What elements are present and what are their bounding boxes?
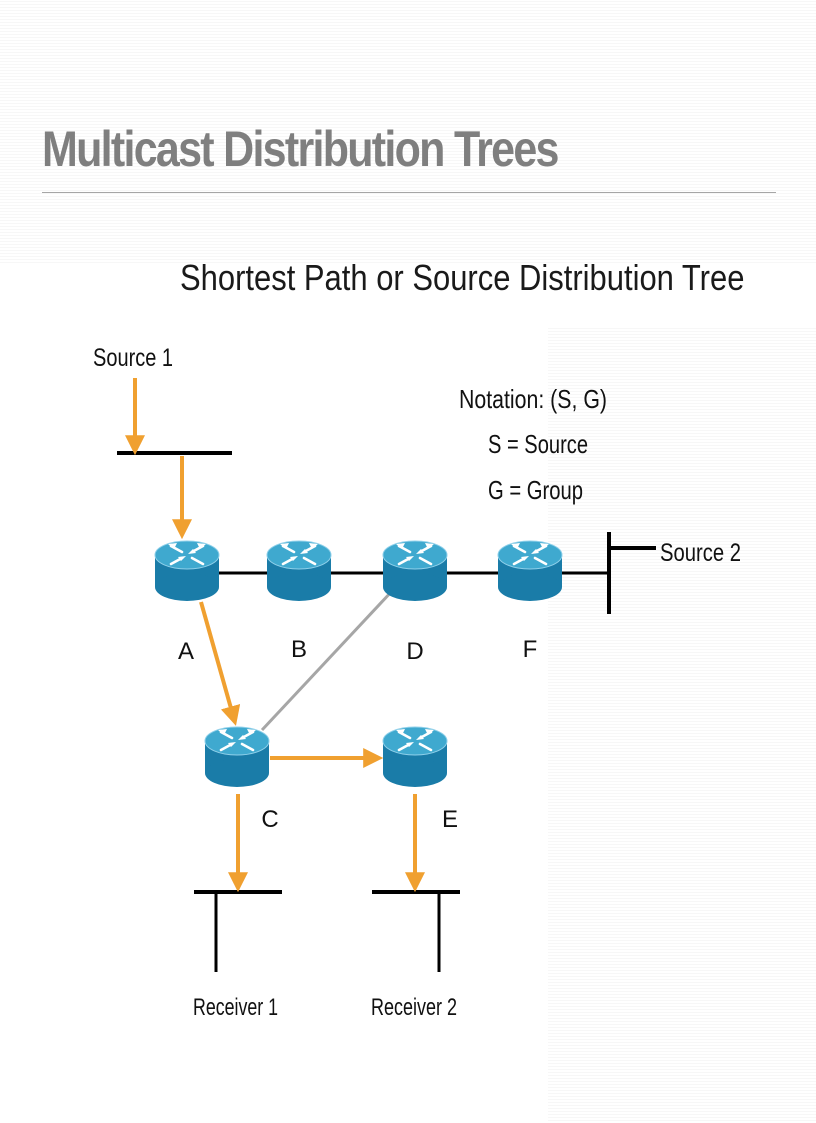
subtitle-panel — [0, 265, 816, 327]
notation-heading: Notation: (S, G) — [459, 384, 607, 414]
notation-group-line: G = Group — [488, 475, 583, 505]
router-label-a: A — [178, 638, 194, 665]
router-icon — [153, 539, 221, 603]
router-icon — [203, 725, 271, 789]
router-label-e: E — [442, 806, 458, 833]
receiver-2-label: Receiver 2 — [371, 994, 457, 1021]
source-2-label: Source 2 — [660, 539, 741, 567]
router-icon — [381, 725, 449, 789]
router-label-b: B — [291, 636, 307, 663]
title-divider — [42, 192, 776, 193]
receiver-1-label: Receiver 1 — [193, 994, 278, 1021]
notation-source-line: S = Source — [488, 429, 588, 459]
diagram-subtitle: Shortest Path or Source Distribution Tre… — [180, 257, 745, 298]
diagram-panel — [0, 265, 548, 1123]
router-label-d: D — [406, 638, 423, 665]
router-icon — [496, 539, 564, 603]
source-1-label: Source 1 — [93, 344, 173, 372]
router-label-f: F — [523, 636, 538, 663]
slide-title: Multicast Distribution Trees — [42, 121, 559, 177]
router-icon — [265, 539, 333, 603]
router-label-c: C — [261, 806, 278, 833]
flow-a-to-c — [199, 601, 241, 726]
router-icon — [381, 539, 449, 603]
link-d-c — [260, 588, 395, 732]
